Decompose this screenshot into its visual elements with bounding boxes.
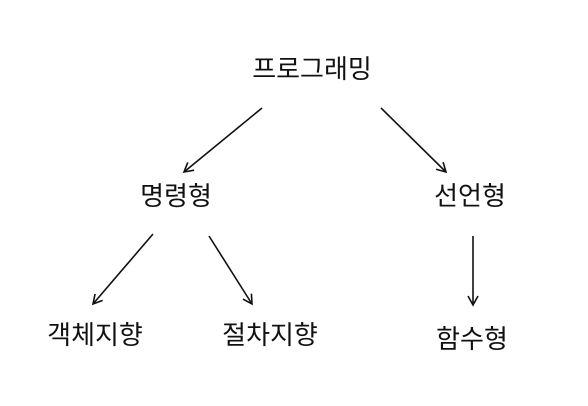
edge-programming-to-declarative bbox=[380, 107, 448, 174]
node-object-oriented: 객체지향 bbox=[47, 321, 143, 351]
node-functional: 함수형 bbox=[436, 325, 508, 355]
edge-imperative-to-procedural bbox=[208, 235, 253, 306]
node-procedural: 절차지향 bbox=[222, 321, 318, 351]
node-declarative: 선언형 bbox=[434, 182, 506, 212]
node-imperative: 명령형 bbox=[140, 182, 212, 212]
node-programming: 프로그래밍 bbox=[252, 55, 372, 85]
edge-imperative-to-object-oriented bbox=[91, 233, 154, 306]
edge-programming-to-imperative bbox=[182, 107, 263, 174]
